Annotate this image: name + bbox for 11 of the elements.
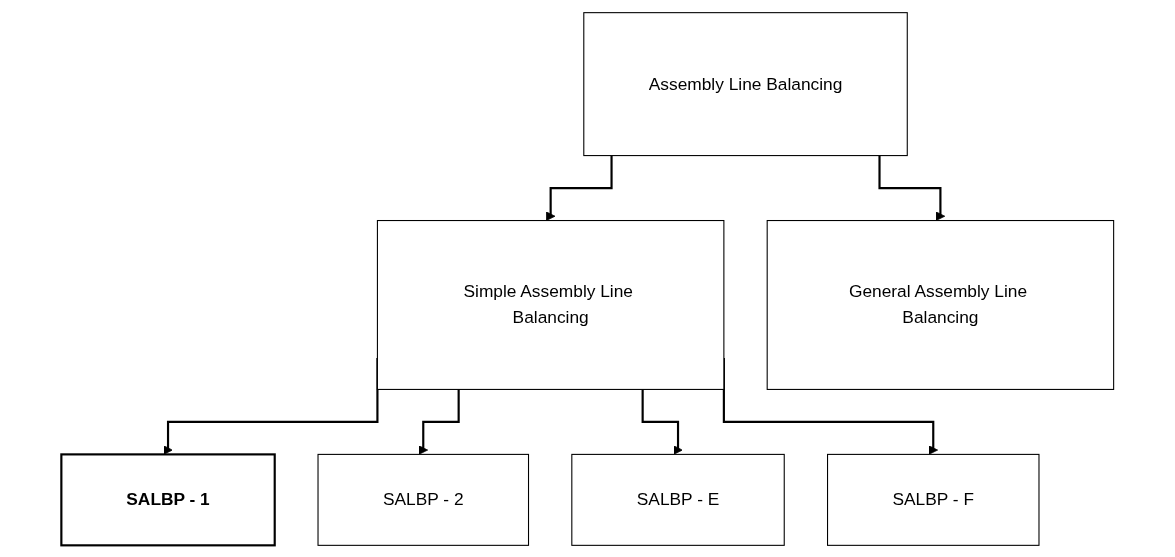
node-box: SALBP - 1 bbox=[60, 452, 276, 546]
node-box: Simple Assembly Line Balancing bbox=[376, 219, 725, 390]
arrow bbox=[418, 388, 460, 455]
arrow bbox=[641, 388, 683, 455]
arrow bbox=[545, 155, 613, 221]
node-box: General Assembly Line Balancing bbox=[766, 219, 1115, 390]
node-box: SALBP - F bbox=[827, 453, 1040, 546]
node-box: Assembly Line Balancing bbox=[583, 11, 908, 156]
node-box: SALBP - E bbox=[571, 453, 785, 546]
node-box: SALBP - 2 bbox=[317, 453, 530, 546]
arrow bbox=[878, 155, 946, 221]
